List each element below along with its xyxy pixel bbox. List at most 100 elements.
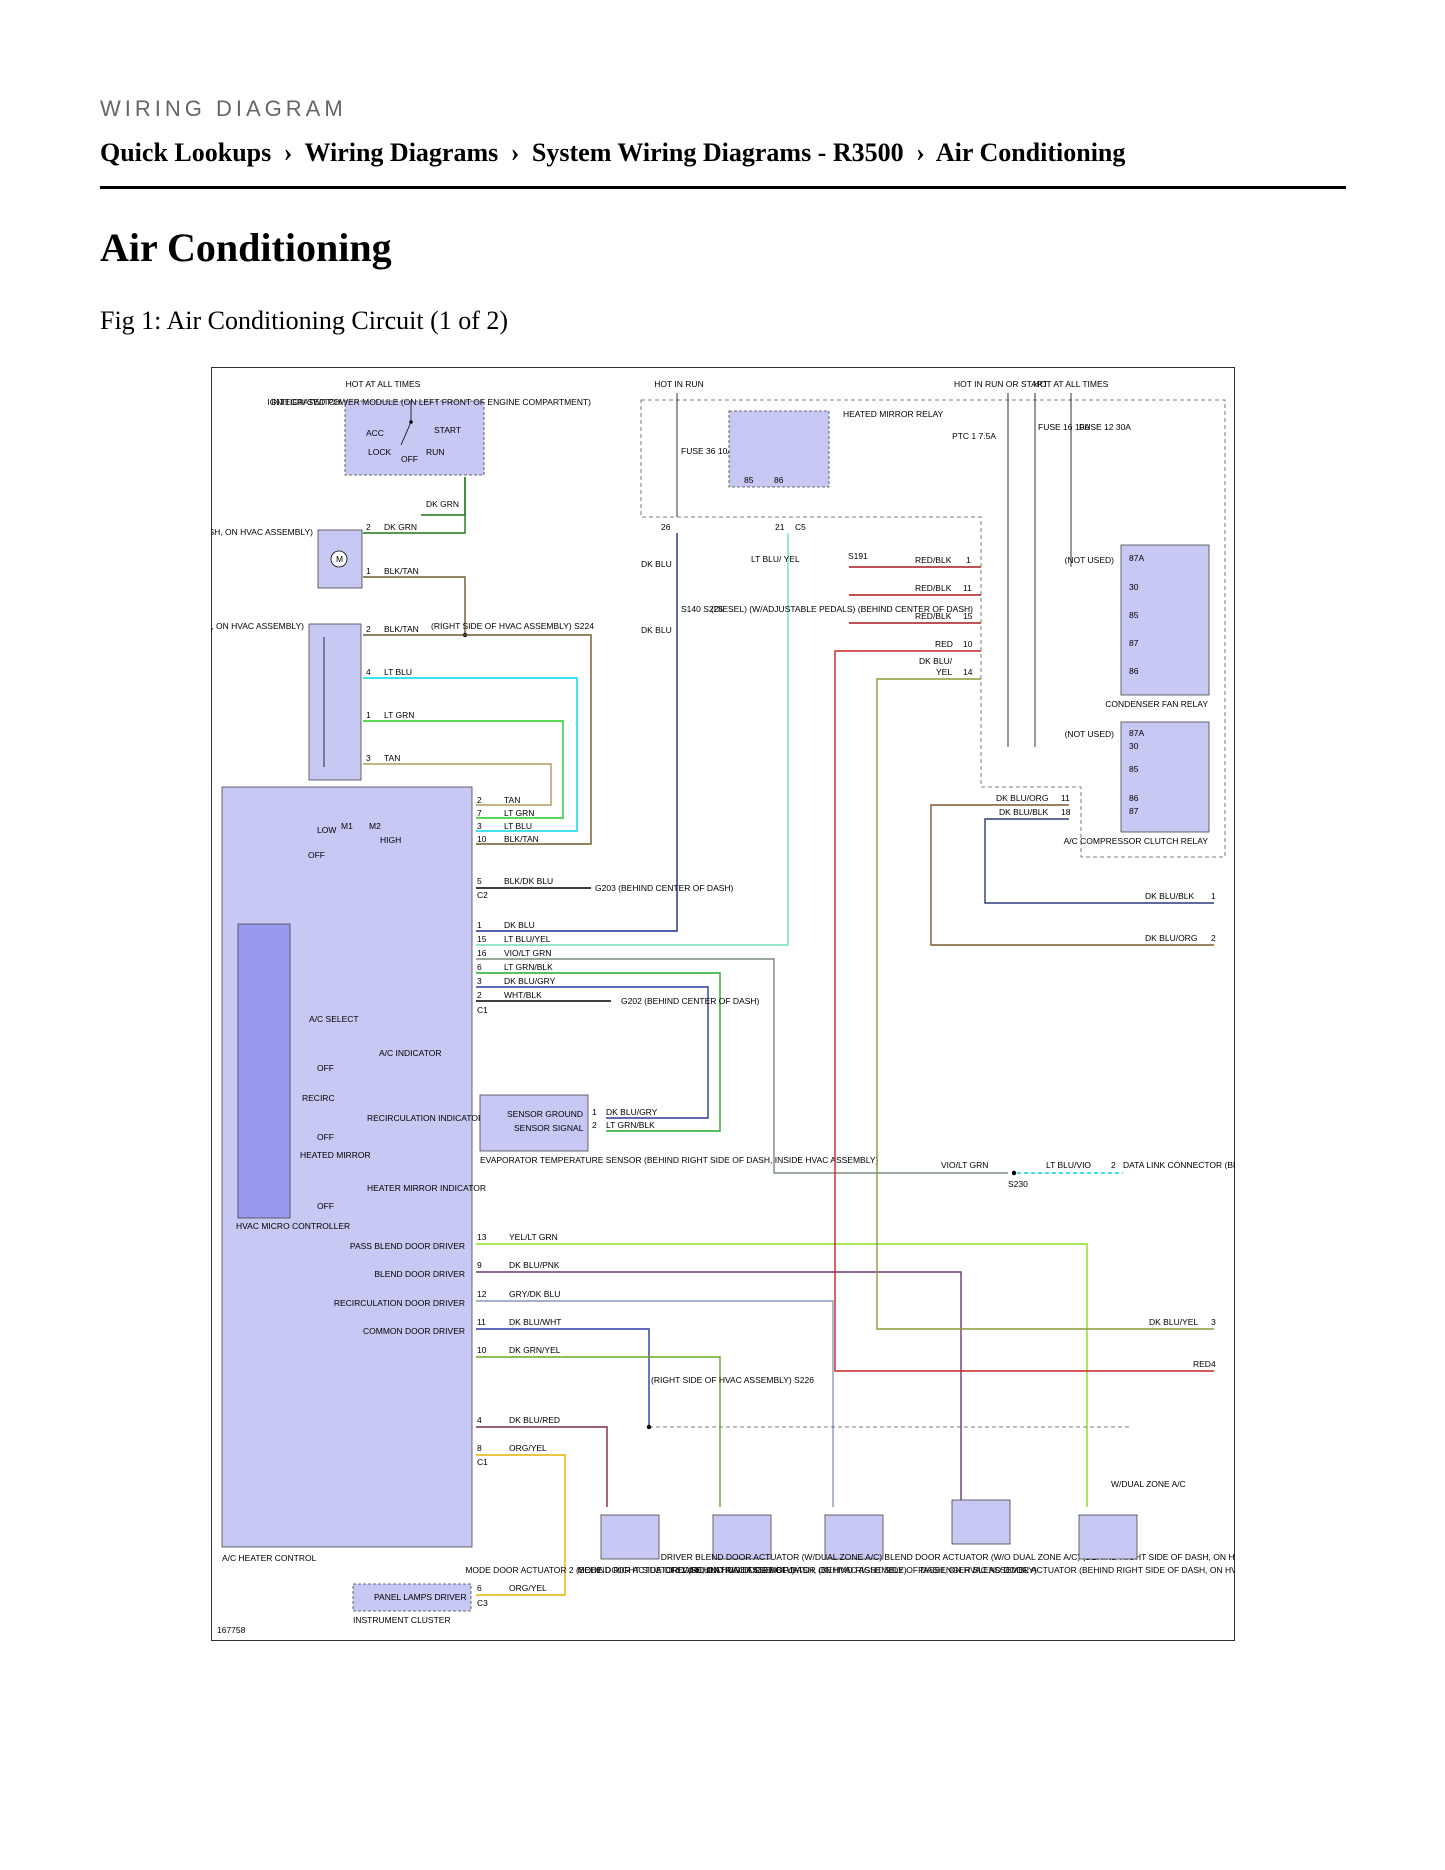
label-recirc-act: RECIRCULATION DOOR ACTUATOR (BEHIND RIGH… [671,1565,1037,1575]
mode-door-actuator-2 [600,1514,660,1560]
svg-text:LT BLU: LT BLU [384,667,412,677]
svg-text:3: 3 [477,976,482,986]
hvac-micro-controller [237,923,291,1219]
driver-blend-door-actuator [951,1499,1011,1545]
condenser-fan-relay-block [1120,544,1210,696]
svg-text:1: 1 [592,1107,597,1117]
label-s224: (RIGHT SIDE OF HVAC ASSEMBLY) S224 [431,621,594,631]
svg-text:87A: 87A [1129,728,1144,738]
breadcrumb: Quick Lookups › Wiring Diagrams › System… [100,138,1125,168]
svg-text:1: 1 [1211,891,1216,901]
breadcrumb-item-wiring-diagrams[interactable]: Wiring Diagrams [304,138,499,167]
label-recirc-driver: RECIRCULATION DOOR DRIVER [334,1298,465,1308]
svg-text:4: 4 [477,1415,482,1425]
heated-mirror-relay-block [728,410,830,488]
header-divider [100,186,1346,189]
figure-caption: Fig 1: Air Conditioning Circuit (1 of 2) [100,306,509,335]
svg-text:LT BLU: LT BLU [504,821,532,831]
label-blower-off: OFF [308,850,325,860]
breadcrumb-item-quick-lookups[interactable]: Quick Lookups [100,138,272,167]
svg-text:5: 5 [477,876,482,886]
svg-text:DK BLU/GRY: DK BLU/GRY [606,1107,658,1117]
svg-text:3: 3 [1211,1317,1216,1327]
motor-icon [330,550,348,568]
breadcrumb-item-system-wiring[interactable]: System Wiring Diagrams - R3500 [531,138,904,167]
svg-text:ORG/YEL: ORG/YEL [509,1443,547,1453]
label-ac-comp-relay: A/C COMPRESSOR CLUTCH RELAY [1064,836,1209,846]
svg-text:87: 87 [1129,806,1139,816]
label-heated-mirror: HEATED MIRROR [300,1150,371,1160]
svg-text:C1: C1 [477,1005,488,1015]
label-s226: (RIGHT SIDE OF HVAC ASSEMBLY) S226 [651,1375,814,1385]
svg-text:C1: C1 [477,1457,488,1467]
label-hot-in-run: HOT IN RUN [654,379,703,389]
svg-text:16: 16 [477,948,487,958]
svg-text:DK BLU/ORG: DK BLU/ORG [996,793,1048,803]
svg-text:GRY/DK BLU: GRY/DK BLU [509,1289,560,1299]
label-dlc: DATA LINK CONNECTOR (BELOW LEFT SIDE OF … [1123,1160,1235,1170]
svg-text:12: 12 [477,1289,487,1299]
svg-text:6: 6 [477,1583,482,1593]
svg-text:BLK/DK BLU: BLK/DK BLU [504,876,553,886]
svg-text:TAN: TAN [384,753,400,763]
label-ptc1: PTC 1 7.5A [952,431,996,441]
label-ac-indicator: A/C INDICATOR [379,1048,442,1058]
svg-text:6: 6 [477,962,482,972]
label-driver-blend: DRIVER BLEND DOOR ACTUATOR (W/DUAL ZONE … [661,1552,1235,1562]
label-heated-mirror-relay: HEATED MIRROR RELAY [843,409,944,419]
svg-text:LT GRN/BLK: LT GRN/BLK [504,962,553,972]
label-fuse16: FUSE 16 10A [1038,422,1090,432]
svg-text:1: 1 [966,555,971,565]
label-ac-heater-control: A/C HEATER CONTROL [222,1553,317,1563]
svg-text:OFF: OFF [317,1132,334,1142]
svg-text:7: 7 [477,808,482,818]
svg-text:30: 30 [1129,582,1139,592]
label-low: LOW [317,825,336,835]
svg-text:DK BLU/PNK: DK BLU/PNK [509,1260,560,1270]
svg-text:86: 86 [1129,666,1139,676]
breadcrumb-separator: › [916,138,925,167]
svg-text:RED/BLK: RED/BLK [915,583,952,593]
svg-text:YEL/LT GRN: YEL/LT GRN [509,1232,558,1242]
label-recirc-indicator: RECIRCULATION INDICATOR [367,1113,484,1123]
svg-text:85: 85 [744,475,754,485]
label-w-dual-zone: W/DUAL ZONE A/C [1111,1479,1186,1489]
breadcrumb-separator: › [510,138,520,167]
label-resistor-block: BLOWER MOTOR RESISTOR BLOCK (BENEATH LOW… [211,621,304,631]
mode-door-actuator-1 [712,1514,772,1560]
label-diesel: (DIESEL) (W/ADJUSTABLE PEDALS) (BEHIND C… [711,604,973,614]
resistor-block [308,623,362,781]
label-acc: ACC [366,428,384,438]
svg-text:15: 15 [963,611,973,621]
svg-text:LT BLU/ YEL: LT BLU/ YEL [751,554,800,564]
label-hvac-micro: HVAC MICRO CONTROLLER [236,1221,350,1231]
svg-text:11: 11 [477,1317,486,1327]
label-run: RUN [426,447,444,457]
label-mode1: MODE DOOR ACTUATOR 1 (BEHIND RIGHT SIDE … [577,1565,907,1575]
label-start: START [434,425,461,435]
passenger-blend-door-actuator [1078,1514,1138,1560]
label-pass-blend: PASS BLEND DOOR DRIVER [350,1241,465,1251]
label-condenser-fan-relay: CONDENSER FAN RELAY [1105,699,1208,709]
svg-text:DK BLU/YEL: DK BLU/YEL [1149,1317,1198,1327]
svg-text:2: 2 [1211,933,1216,943]
label-sensor-ground: SENSOR GROUND [507,1109,583,1119]
label-not-used-2: (NOT USED) [1065,729,1115,739]
svg-text:2: 2 [366,624,371,634]
svg-text:13: 13 [477,1232,487,1242]
svg-text:DK BLU/BLK: DK BLU/BLK [999,807,1048,817]
svg-text:DK GRN: DK GRN [384,522,417,532]
svg-text:BLK/TAN: BLK/TAN [504,834,539,844]
svg-text:RED/BLK: RED/BLK [915,611,952,621]
svg-text:2: 2 [592,1120,597,1130]
svg-text:26: 26 [661,522,671,532]
svg-text:DK BLU/GRY: DK BLU/GRY [504,976,556,986]
label-not-used-1: (NOT USED) [1065,555,1115,565]
svg-text:LT BLU/VIO: LT BLU/VIO [1046,1160,1091,1170]
breadcrumb-item-air-conditioning[interactable]: Air Conditioning [935,138,1126,167]
svg-text:10: 10 [963,639,973,649]
svg-text:BLK/TAN: BLK/TAN [384,566,419,576]
page-title: Air Conditioning [100,225,392,270]
svg-text:LT GRN/BLK: LT GRN/BLK [606,1120,655,1130]
label-hot-all-times: HOT AT ALL TIMES [346,379,421,389]
